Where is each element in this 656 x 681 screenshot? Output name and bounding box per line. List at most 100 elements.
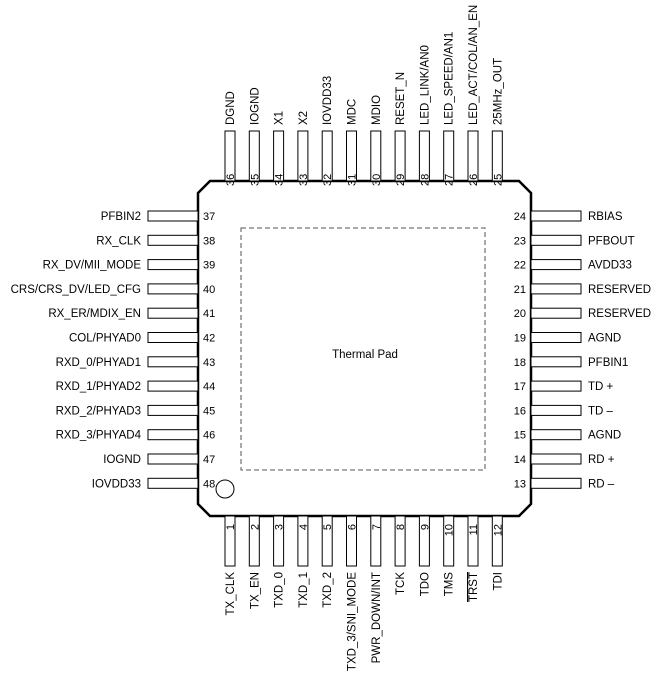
pin-31 xyxy=(346,130,357,182)
pin-number-14: 14 xyxy=(514,454,526,466)
pin-label-x2: X2 xyxy=(298,111,310,125)
pin-label-td: TD + xyxy=(588,381,614,393)
pin-number-12: 12 xyxy=(492,524,504,536)
pin-43 xyxy=(147,356,199,368)
pin-29 xyxy=(394,130,406,182)
pin-number-20: 20 xyxy=(514,308,526,320)
pin-number-11: 11 xyxy=(468,524,480,535)
pin-number-19: 19 xyxy=(514,333,526,345)
pin-13 xyxy=(530,477,582,489)
pin-number-34: 34 xyxy=(274,174,286,186)
pin-9 xyxy=(418,515,430,567)
pin-6 xyxy=(346,515,357,567)
pin-label-mdio: MDIO xyxy=(371,95,383,125)
pin-label-rxd-0-phyad1: RXD_0/PHYAD1 xyxy=(56,357,141,369)
pin-label-txd-0: TXD_0 xyxy=(274,572,286,608)
pin-28 xyxy=(418,130,430,182)
pin-19 xyxy=(530,332,582,343)
pin-23 xyxy=(530,234,582,246)
pin-32 xyxy=(321,130,333,182)
pin-label-agnd: AGND xyxy=(588,333,621,345)
pin-number-32: 32 xyxy=(322,174,334,186)
pin-label-mdc: MDC xyxy=(347,99,359,125)
pin-42 xyxy=(147,332,199,343)
pin-label-rx-dv-mii-mode: RX_DV/MII_MODE xyxy=(43,260,142,272)
pin-21 xyxy=(530,283,582,295)
pin-label-crs-crs-dv-led-cfg: CRS/CRS_DV/LED_CFG xyxy=(11,284,141,296)
pin-17 xyxy=(530,380,582,392)
pin-15 xyxy=(530,429,582,441)
pin-number-17: 17 xyxy=(514,381,526,393)
pin-7 xyxy=(370,515,382,567)
pin-number-8: 8 xyxy=(395,524,407,530)
pin-label-rxd-2-phyad3: RXD_2/PHYAD3 xyxy=(56,405,141,417)
pin-27 xyxy=(443,130,455,182)
pin-number-7: 7 xyxy=(371,524,383,530)
pin-8 xyxy=(394,515,406,567)
pin-label-tdo: TDO xyxy=(419,572,431,596)
pin-number-18: 18 xyxy=(514,357,526,369)
pin-36 xyxy=(224,130,236,182)
thermal-pad-label: Thermal Pad xyxy=(332,349,398,361)
pin-number-36: 36 xyxy=(225,174,237,186)
pin-label-tx-clk: TX_CLK xyxy=(225,572,237,616)
pin-number-42: 42 xyxy=(203,333,215,345)
pin-number-25: 25 xyxy=(492,174,504,186)
pin-47 xyxy=(147,453,199,465)
pin-label-25mhz-out: 25MHz_OUT xyxy=(492,58,504,125)
pin-18 xyxy=(530,356,582,368)
pin-number-3: 3 xyxy=(274,524,286,530)
pin-number-39: 39 xyxy=(203,260,215,272)
pin-number-10: 10 xyxy=(444,524,456,536)
pin-33 xyxy=(297,130,309,182)
pin-44 xyxy=(147,380,199,392)
pin-34 xyxy=(273,130,285,182)
pin-number-9: 9 xyxy=(419,524,431,530)
pin-label-rxd-3-phyad4: RXD_3/PHYAD4 xyxy=(56,430,142,442)
pin-3 xyxy=(273,515,285,567)
pin-48 xyxy=(147,477,199,489)
pin-4 xyxy=(297,515,309,567)
pin-label-txd-2: TXD_2 xyxy=(322,572,334,608)
pin-label-rbias: RBIAS xyxy=(588,211,623,223)
pin-35 xyxy=(248,130,260,182)
pin-number-27: 27 xyxy=(444,174,456,186)
pin-label-reserved: RESERVED xyxy=(588,308,651,320)
pin-5 xyxy=(321,515,333,567)
pin-label-rx-clk: RX_CLK xyxy=(96,235,141,247)
pin-label-col-phyad0: COL/PHYAD0 xyxy=(69,333,141,345)
pin-45 xyxy=(147,404,199,416)
pin-number-1: 1 xyxy=(225,524,237,530)
pin-number-2: 2 xyxy=(249,524,261,530)
pin-22 xyxy=(530,259,582,271)
pin-label-x1: X1 xyxy=(274,111,286,125)
pin-label-pfbin2: PFBIN2 xyxy=(101,211,141,223)
pin-number-41: 41 xyxy=(203,308,215,320)
pin-label-rxd-1-phyad2: RXD_1/PHYAD2 xyxy=(56,381,141,393)
pin-20 xyxy=(530,307,582,319)
pin-label-led-speed-an1: LED_SPEED/AN1 xyxy=(444,32,456,125)
pin-number-6: 6 xyxy=(347,524,359,530)
pin-12 xyxy=(491,515,503,567)
pin-number-48: 48 xyxy=(203,478,215,490)
pin-26 xyxy=(467,130,479,182)
pin-label-txd-1: TXD_1 xyxy=(298,572,310,608)
pin-number-38: 38 xyxy=(203,235,215,247)
pin-number-23: 23 xyxy=(514,235,526,247)
pin-16 xyxy=(530,404,582,416)
pin-label-iovdd33: IOVDD33 xyxy=(322,76,334,125)
pin-label-reset-n: RESET_N xyxy=(395,72,407,125)
pin-label-led-act-col-an-en: LED_ACT/COL/AN_EN xyxy=(468,5,480,125)
pin-number-35: 35 xyxy=(249,174,261,186)
pin-label-iognd: IOGND xyxy=(103,454,141,466)
pin-2 xyxy=(248,515,260,567)
pin-11 xyxy=(467,515,479,567)
pin-25 xyxy=(491,130,503,182)
pin-number-37: 37 xyxy=(203,211,215,223)
pins-layer: 1TX_CLK2TX_EN3TXD_04TXD_15TXD_26TXD_3/SN… xyxy=(11,5,651,671)
pin-label-iovdd33: IOVDD33 xyxy=(92,478,141,490)
pin-label-trst: TRST xyxy=(468,572,480,602)
pin-number-46: 46 xyxy=(203,430,215,442)
pin-label-pwr-down-int: PWR_DOWN/INT xyxy=(371,572,383,663)
pin-label-dgnd: DGND xyxy=(225,91,237,125)
